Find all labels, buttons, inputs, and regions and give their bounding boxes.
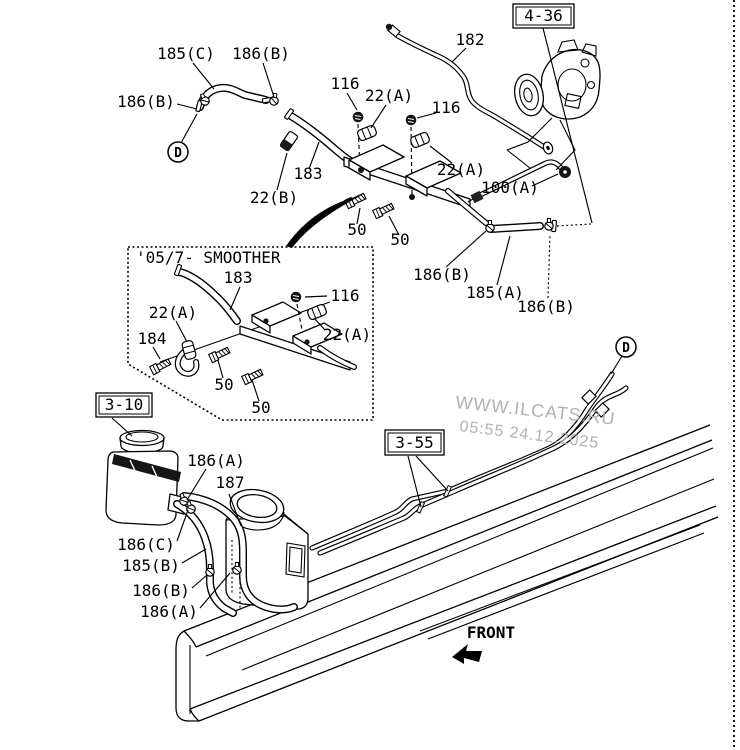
pump-assembly-drawing bbox=[506, 39, 601, 171]
part-label: 116 bbox=[331, 286, 360, 305]
inset-assembly bbox=[149, 263, 357, 386]
part-label: 50 bbox=[390, 230, 409, 249]
hose-clamp-icon bbox=[544, 217, 554, 231]
part-label: 187 bbox=[216, 473, 245, 492]
ref-box-label: 4-36 bbox=[524, 6, 563, 25]
front-indicator: FRONT bbox=[452, 623, 515, 664]
inset-variant-box: '05/7- SMOOTHER bbox=[127, 246, 374, 421]
part-label: 184 bbox=[138, 329, 167, 348]
part-label: 186(B) bbox=[232, 44, 290, 63]
frame-oil-pipes bbox=[309, 371, 629, 556]
part-label: 22(A) bbox=[365, 86, 413, 105]
bolt-184-icon bbox=[149, 357, 173, 376]
clip-22a-icon bbox=[180, 339, 198, 361]
part-label: 186(B) bbox=[413, 265, 471, 284]
part-label: 186(A) bbox=[140, 602, 198, 621]
oil-reservoir-on-frame bbox=[225, 488, 309, 610]
part-label: 50 bbox=[214, 375, 233, 394]
part-label: 50 bbox=[347, 220, 366, 239]
clip-22b-icon bbox=[279, 130, 299, 152]
reservoir-tank bbox=[105, 429, 187, 526]
part-label: 186(A) bbox=[187, 451, 245, 470]
part-label: 183 bbox=[224, 268, 253, 287]
pipe-to-hose-185a bbox=[445, 188, 592, 233]
part-labels: 185(C) 186(B) 186(B) 116 22(A) 116 182 2… bbox=[117, 30, 575, 621]
part-label: 186(B) bbox=[132, 581, 190, 600]
clip-22a-icon bbox=[305, 302, 329, 322]
connector-d-2: D bbox=[615, 336, 637, 358]
part-label: 116 bbox=[331, 74, 360, 93]
connector-letter: D bbox=[622, 341, 630, 356]
part-label: 116 bbox=[432, 98, 461, 117]
bolt-50-icon bbox=[208, 345, 232, 364]
hose-185c bbox=[195, 83, 281, 113]
part-label: 22(B) bbox=[250, 188, 298, 207]
part-label: 185(B) bbox=[122, 556, 180, 575]
inset-note-text: '05/7- SMOOTHER bbox=[136, 248, 281, 267]
variant-swoosh-arrow bbox=[286, 195, 362, 248]
pipe-100a bbox=[467, 159, 571, 204]
part-label: 183 bbox=[294, 164, 323, 183]
part-label: 22(A) bbox=[149, 303, 197, 322]
ref-box-3-10[interactable]: 3-10 bbox=[95, 392, 153, 418]
clip-22a-icon bbox=[408, 130, 432, 150]
front-arrow-icon bbox=[452, 644, 482, 664]
pipe-182 bbox=[385, 23, 554, 155]
part-label: 185(A) bbox=[466, 283, 524, 302]
hose-clamp-icon bbox=[268, 92, 281, 107]
part-label: 22(A) bbox=[437, 160, 485, 179]
tank-hoses bbox=[173, 491, 298, 617]
bolt-50-icon bbox=[372, 201, 396, 220]
clip-22a-icon bbox=[355, 123, 379, 143]
part-label: 50 bbox=[251, 398, 270, 417]
front-label: FRONT bbox=[467, 623, 515, 642]
part-label: 186(B) bbox=[117, 92, 175, 111]
tank-strap bbox=[112, 454, 181, 482]
bracket-assembly bbox=[343, 111, 471, 220]
ref-box-4-36[interactable]: 4-36 bbox=[512, 3, 575, 29]
part-label: 186(B) bbox=[517, 297, 575, 316]
part-label: 22(A) bbox=[323, 325, 371, 344]
connector-d-1: D bbox=[167, 141, 189, 163]
leader-lines bbox=[111, 27, 623, 609]
connector-letter: D bbox=[174, 146, 182, 161]
nut-116-icon bbox=[290, 291, 302, 303]
part-label: 100(A) bbox=[481, 178, 539, 197]
ref-box-label: 3-55 bbox=[395, 433, 434, 452]
ref-box-label: 3-10 bbox=[105, 395, 144, 414]
part-label: 182 bbox=[456, 30, 485, 49]
part-label: 186(C) bbox=[117, 535, 175, 554]
nut-116-icon bbox=[352, 111, 364, 123]
nut-116-icon bbox=[405, 114, 417, 126]
part-label: 185(C) bbox=[157, 44, 215, 63]
ref-box-3-55[interactable]: 3-55 bbox=[384, 429, 445, 456]
